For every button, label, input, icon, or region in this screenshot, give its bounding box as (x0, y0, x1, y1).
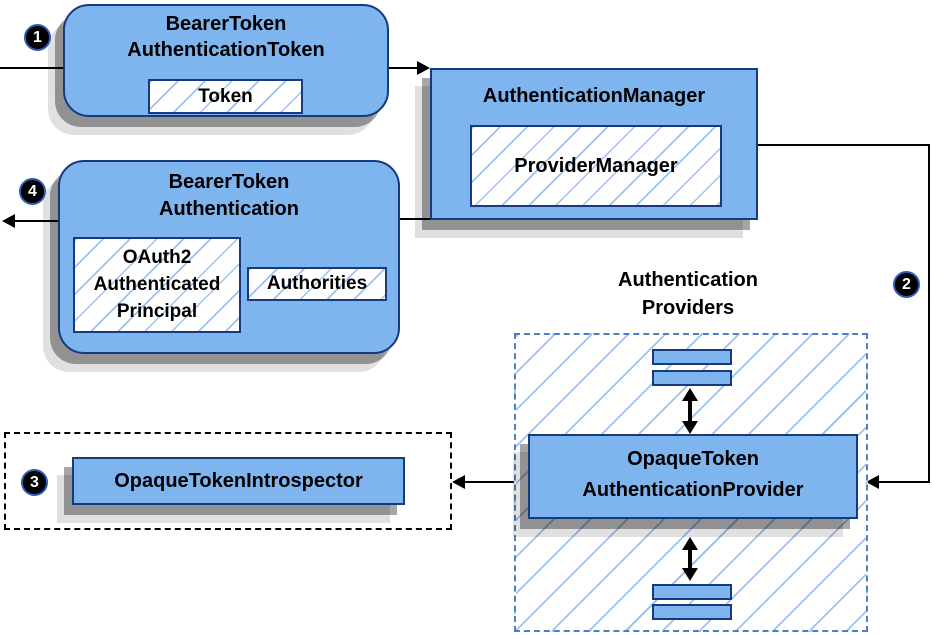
provider-list-item (652, 349, 732, 365)
providers-label-line: Authentication (618, 269, 758, 291)
line-manager-to-provider-bottom (878, 481, 930, 483)
node-title-line: BearerToken (168, 171, 290, 193)
authentication-providers-label: Authentication Providers (588, 266, 788, 322)
outgoing-authentication-line (14, 220, 58, 222)
arrow-shaft (688, 550, 692, 568)
node-authentication-manager: AuthenticationManager ProviderManager (430, 68, 758, 220)
arrowhead-up (682, 537, 698, 550)
incoming-request-line (0, 67, 63, 69)
authorities-box: Authorities (247, 267, 387, 301)
authentication-manager-title: AuthenticationManager (482, 85, 706, 107)
provider-list-item (652, 584, 732, 600)
token-box: Token (148, 79, 303, 114)
double-arrow-top (681, 388, 699, 434)
provider-list-item (652, 604, 732, 620)
step-badge-4: 4 (19, 178, 46, 205)
line-token-to-manager (389, 67, 419, 69)
double-arrow-bottom (681, 537, 699, 581)
node-bearer-token-authentication: BearerToken Authentication OAuth2 Authen… (58, 160, 400, 354)
arrowhead-into-introspector (452, 475, 465, 489)
arrowhead-up (682, 388, 698, 401)
node-title-line: BearerToken (165, 13, 287, 35)
provider-title-line: OpaqueToken (627, 448, 759, 470)
step-badge-3: 3 (21, 469, 48, 496)
principal-line: OAuth2 (122, 247, 192, 268)
provider-manager-box: ProviderManager (470, 125, 722, 207)
principal-line: Principal (116, 301, 198, 322)
arrowhead-into-authentication-manager (417, 61, 430, 75)
step-badge-2: 2 (893, 271, 920, 298)
line-manager-to-authentication (400, 218, 430, 220)
node-opaque-token-introspector: OpaqueTokenIntrospector (72, 457, 405, 505)
introspector-region (4, 432, 452, 530)
arrowhead-into-provider (866, 475, 879, 489)
node-title-line: Authentication (159, 198, 299, 220)
arrowhead-down (682, 568, 698, 581)
provider-title-line: AuthenticationProvider (582, 479, 804, 501)
line-manager-to-provider-vertical (928, 144, 930, 483)
providers-label-line: Providers (641, 297, 735, 319)
provider-list-item (652, 370, 732, 386)
arrow-shaft (688, 401, 692, 421)
line-manager-to-provider-top (758, 144, 930, 146)
oauth2-authenticated-principal-box: OAuth2 Authenticated Principal (73, 237, 241, 333)
arrowhead-down (682, 421, 698, 434)
node-bearer-token-authentication-token: BearerToken AuthenticationToken Token (63, 4, 389, 117)
node-title-line: AuthenticationToken (127, 39, 325, 61)
principal-line: Authenticated (93, 274, 221, 295)
arrowhead-outgoing-authentication (2, 214, 15, 228)
node-opaque-token-authentication-provider: OpaqueToken AuthenticationProvider (528, 434, 858, 519)
step-badge-1: 1 (24, 24, 51, 51)
line-provider-to-introspector (464, 481, 514, 483)
